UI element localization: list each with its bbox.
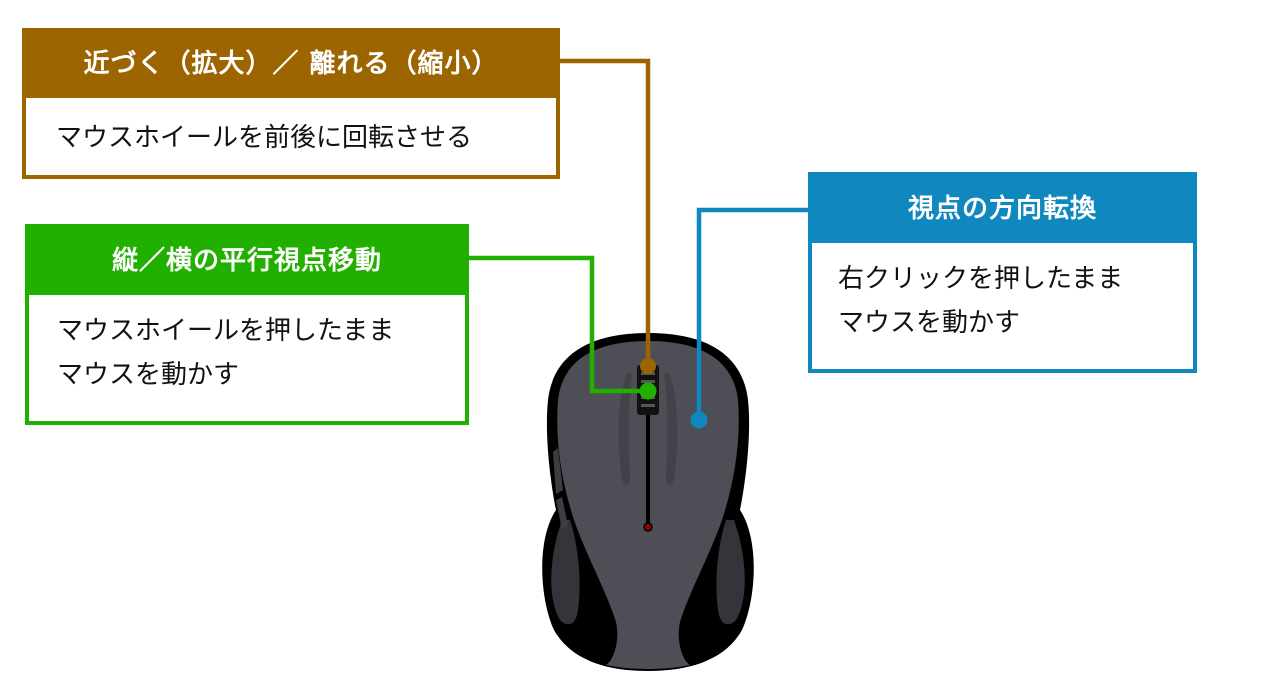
zoom-callout-description: マウスホイールを前後に回転させる (56, 123, 473, 153)
zoom-marker-dot (640, 358, 656, 374)
rotate-callout-description: 右クリックを押したまま マウスを動かす (838, 264, 1124, 338)
side-button-back (556, 497, 568, 530)
rotate-connector (690, 207, 808, 429)
rotate-callout: 視点の方向転換 右クリックを押したまま マウスを動かす (808, 172, 1197, 373)
pan-connector (468, 255, 657, 400)
pan-callout-title: 縦／横の平行視点移動 (29, 228, 465, 295)
pan-callout-description: マウスホイールを押したまま マウスを動かす (57, 316, 395, 390)
dpi-led (643, 522, 653, 532)
zoom-callout-title: 近づく（拡大）／ 離れる（縮小） (26, 32, 556, 98)
right-button-groove (664, 372, 678, 486)
side-button-forward (553, 448, 563, 494)
rotate-marker-dot (690, 411, 708, 429)
pan-marker-dot (639, 382, 657, 400)
left-button-groove (618, 372, 632, 486)
zoom-callout: 近づく（拡大）／ 離れる（縮小） マウスホイールを前後に回転させる (22, 28, 560, 179)
left-grip (551, 520, 580, 625)
rotate-callout-title: 視点の方向転換 (812, 176, 1193, 243)
center-seam (646, 412, 650, 524)
zoom-connector (560, 58, 656, 374)
pan-callout: 縦／横の平行視点移動 マウスホイールを押したまま マウスを動かす (25, 224, 469, 425)
right-grip (716, 520, 745, 625)
